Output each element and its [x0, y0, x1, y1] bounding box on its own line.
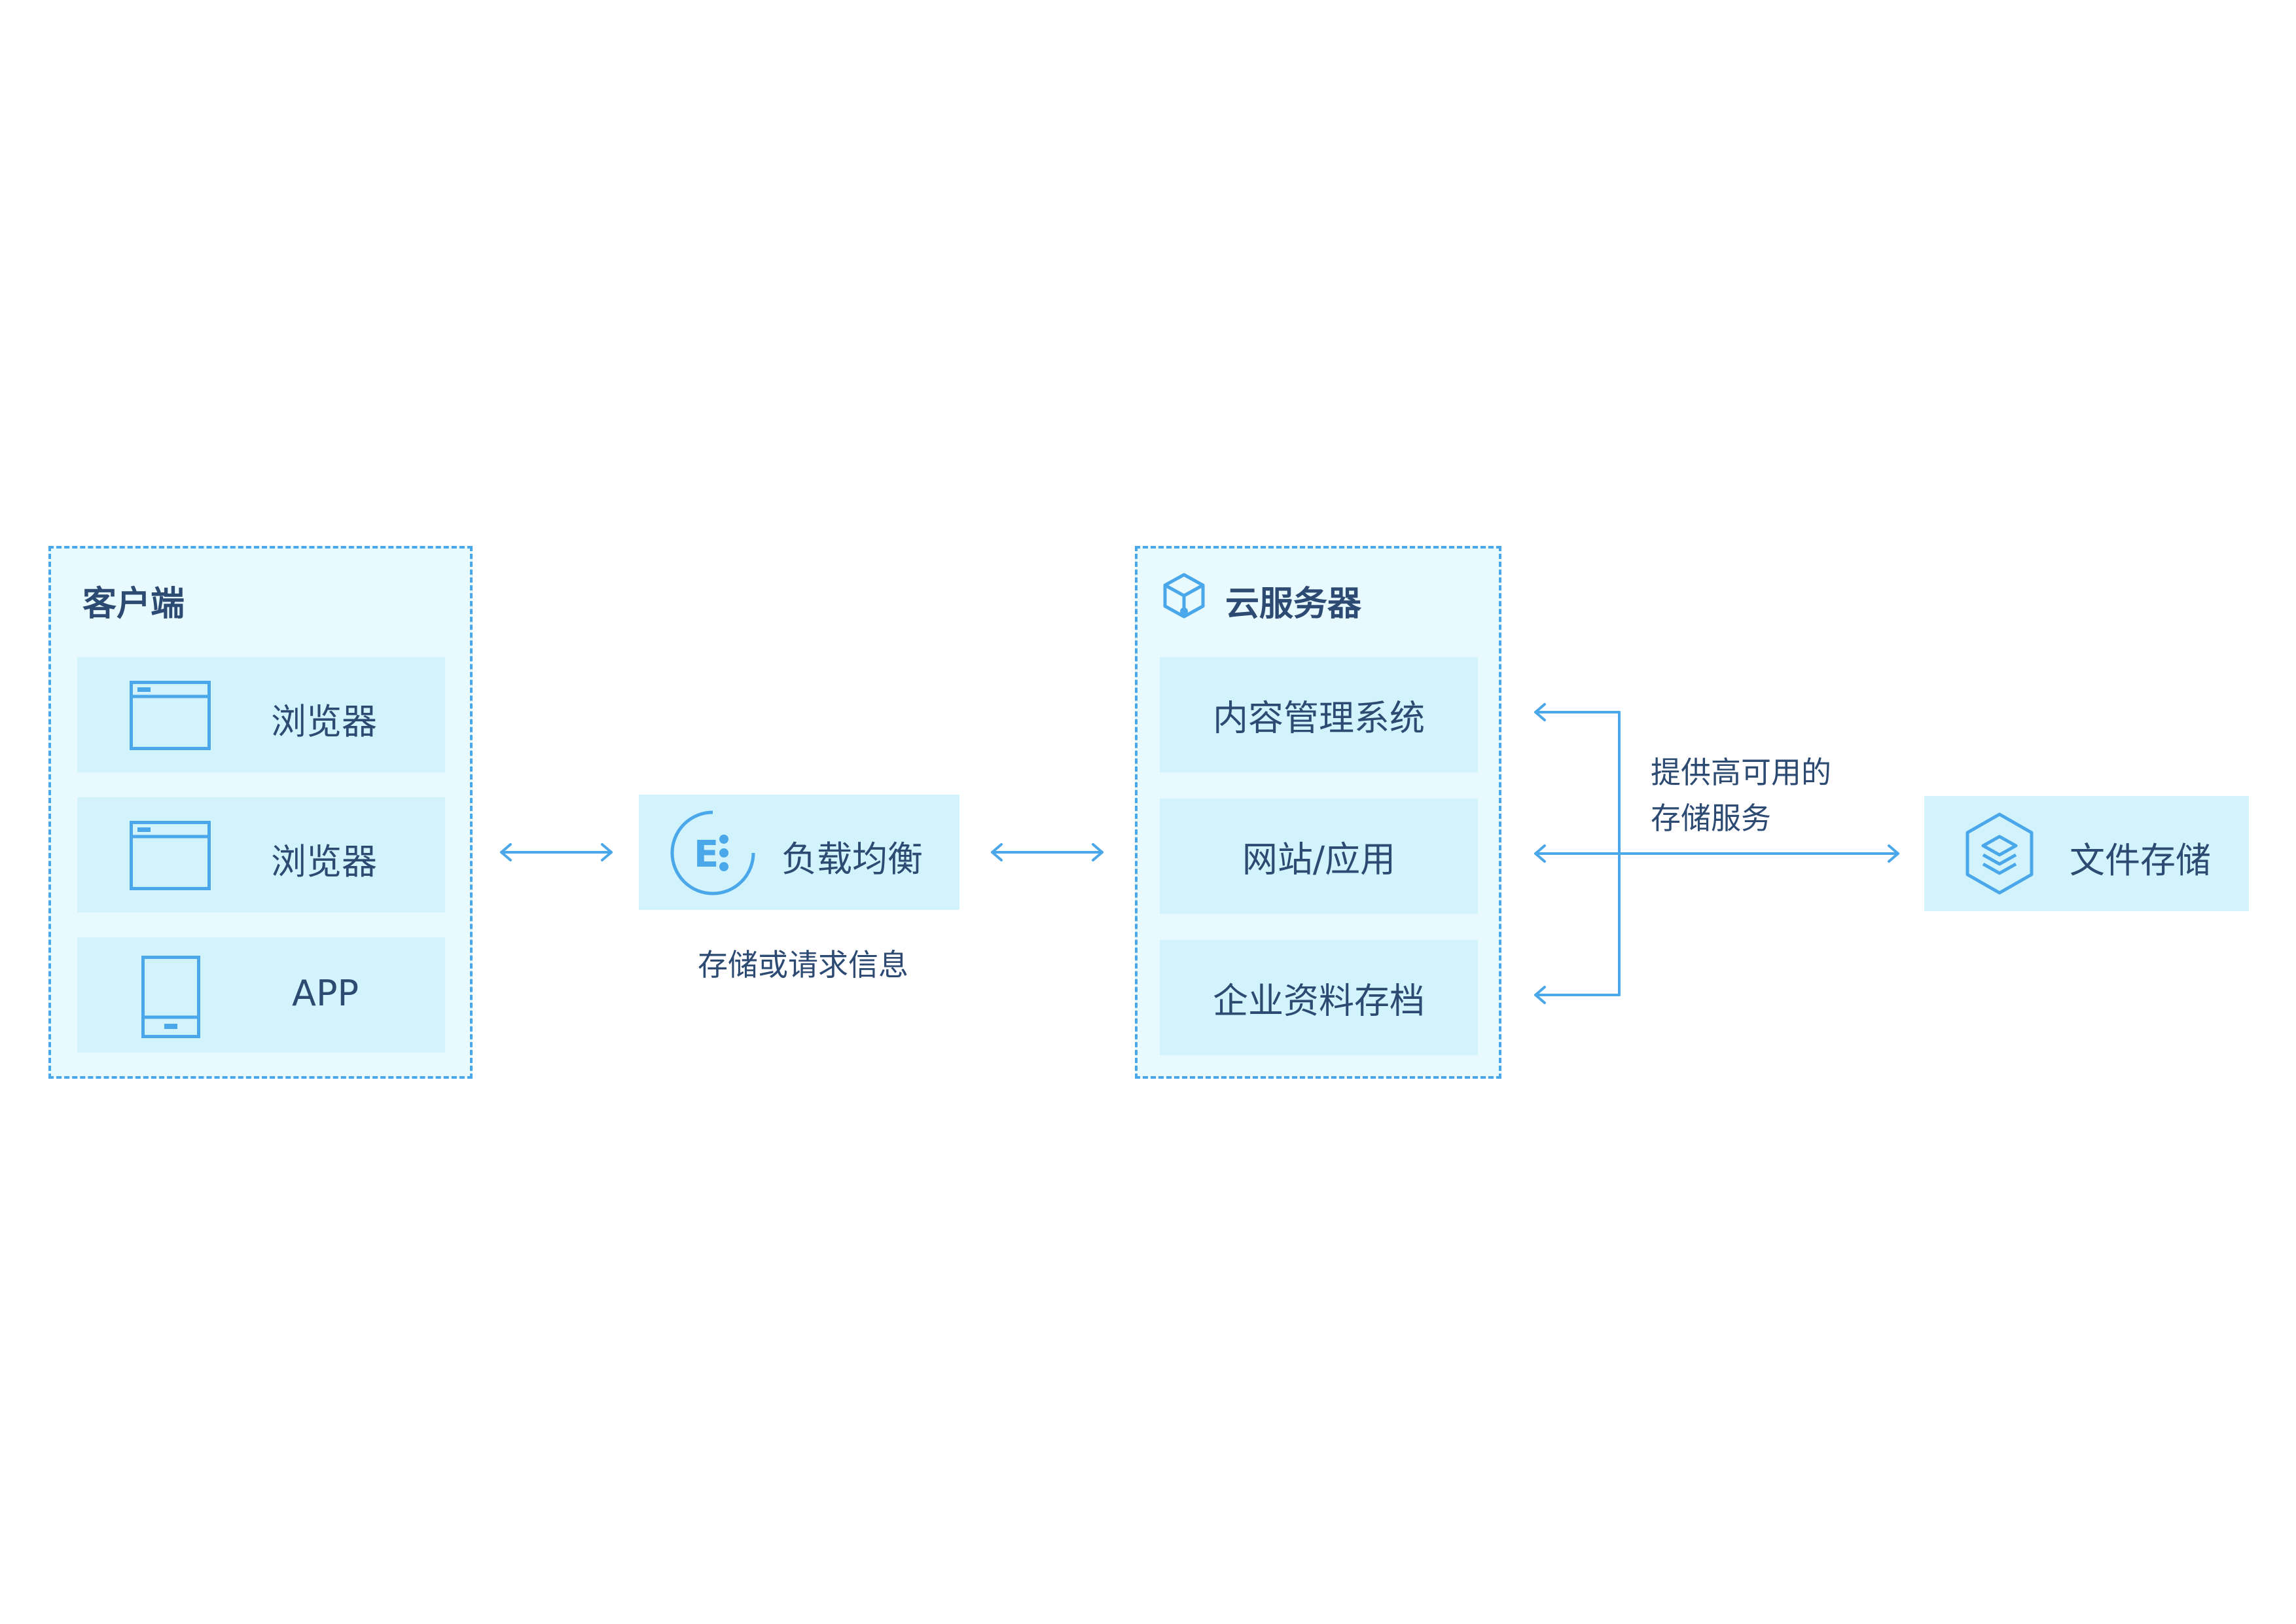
client-item-label: 浏览器	[271, 841, 377, 882]
cube-icon	[1161, 572, 1207, 622]
load-balancer-label: 负载均衡	[781, 839, 923, 880]
storage-bracket-arrows	[1534, 703, 1621, 1004]
layers-hexagon-icon	[1964, 812, 2036, 898]
file-storage-box[interactable]: 文件存储	[1924, 796, 2249, 911]
cloud-server-item-label: 内容管理系统	[1213, 697, 1425, 739]
cloud-server-item-label: 网站/应用	[1242, 839, 1396, 880]
cloud-server-group: 云服务器 内容管理系统 网站/应用 企业资料存档	[1135, 546, 1501, 1079]
client-group-title: 客户端	[82, 585, 185, 624]
client-lb-arrow	[500, 843, 613, 861]
cloud-server-item-cms[interactable]: 内容管理系统	[1160, 657, 1478, 772]
storage-link-caption-line2: 存储服务	[1651, 801, 1771, 836]
storage-service-arrow	[1618, 844, 1899, 863]
load-balancer-box[interactable]: E 负载均衡	[639, 795, 960, 910]
client-item-browser-2[interactable]: 浏览器	[77, 797, 445, 912]
cloud-server-group-title: 云服务器	[1225, 585, 1362, 624]
client-item-label: 浏览器	[271, 701, 377, 742]
load-balancer-icon: E	[670, 810, 755, 898]
cloud-server-item-label: 企业资料存档	[1213, 980, 1425, 1022]
cloud-server-item-archive[interactable]: 企业资料存档	[1160, 940, 1478, 1055]
client-group: 客户端 浏览器 浏览器 APP	[48, 546, 473, 1079]
lb-cloud-arrow	[991, 843, 1103, 861]
mobile-device-icon	[141, 956, 200, 1041]
client-item-app[interactable]: APP	[77, 937, 445, 1053]
storage-link-caption-line1: 提供高可用的	[1651, 755, 1831, 790]
svg-text:E: E	[694, 833, 719, 876]
browser-window-icon	[130, 681, 211, 753]
client-item-browser-1[interactable]: 浏览器	[77, 657, 445, 772]
cloud-server-item-website[interactable]: 网站/应用	[1160, 799, 1478, 914]
browser-window-icon	[130, 821, 211, 893]
client-item-label: APP	[292, 973, 359, 1014]
load-balancer-caption: 存储或请求信息	[698, 947, 908, 983]
file-storage-label: 文件存储	[2070, 840, 2211, 881]
